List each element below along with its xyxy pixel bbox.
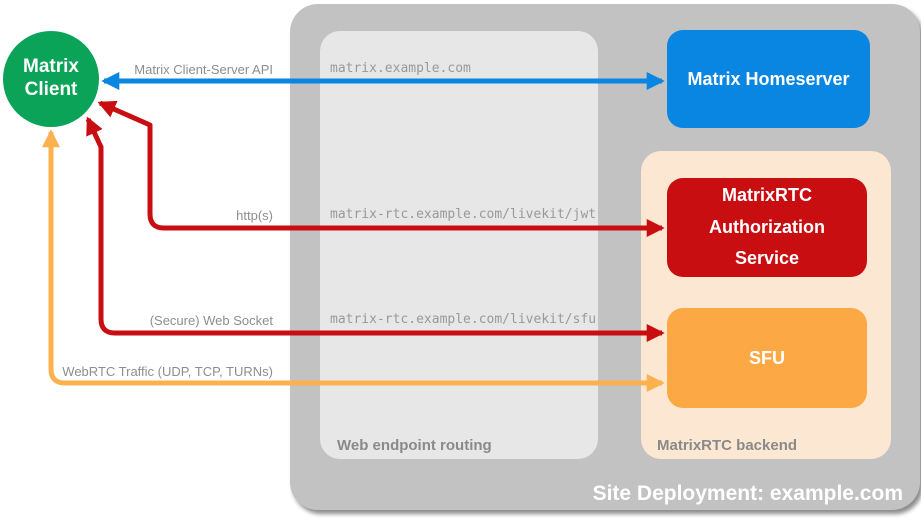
client-server-api-arrow-label: Matrix Client-Server API [134, 62, 273, 77]
endpoint-livekit-sfu: matrix-rtc.example.com/livekit/sfu [330, 312, 597, 327]
matrixrtc-backend-caption: MatrixRTC backend [657, 437, 798, 454]
endpoint-matrix-example-com: matrix.example.com [330, 61, 471, 76]
https-arrow-label: http(s) [236, 208, 273, 223]
web-endpoint-routing-panel [320, 31, 598, 459]
matrixrtc-authorization-service-label: MatrixRTC Authorization Service [709, 185, 825, 269]
matrix-client-node: Matrix Client [3, 31, 99, 127]
matrix-homeserver-node: Matrix Homeserver [667, 30, 870, 128]
sfu-label: SFU [749, 347, 785, 368]
web-endpoint-routing-caption: Web endpoint routing [337, 437, 492, 454]
site-deployment-caption: Site Deployment: example.com [592, 482, 903, 505]
matrixrtc-authorization-service-node: MatrixRTC Authorization Service [667, 178, 867, 277]
webrtc-traffic-arrow-label: WebRTC Traffic (UDP, TCP, TURNs) [62, 364, 273, 379]
web-socket-arrow-label: (Secure) Web Socket [149, 313, 273, 328]
endpoint-livekit-jwt: matrix-rtc.example.com/livekit/jwt [330, 207, 597, 222]
sfu-node: SFU [667, 308, 867, 408]
matrix-homeserver-label: Matrix Homeserver [687, 68, 850, 89]
matrix-client-label: Matrix Client [23, 56, 79, 100]
